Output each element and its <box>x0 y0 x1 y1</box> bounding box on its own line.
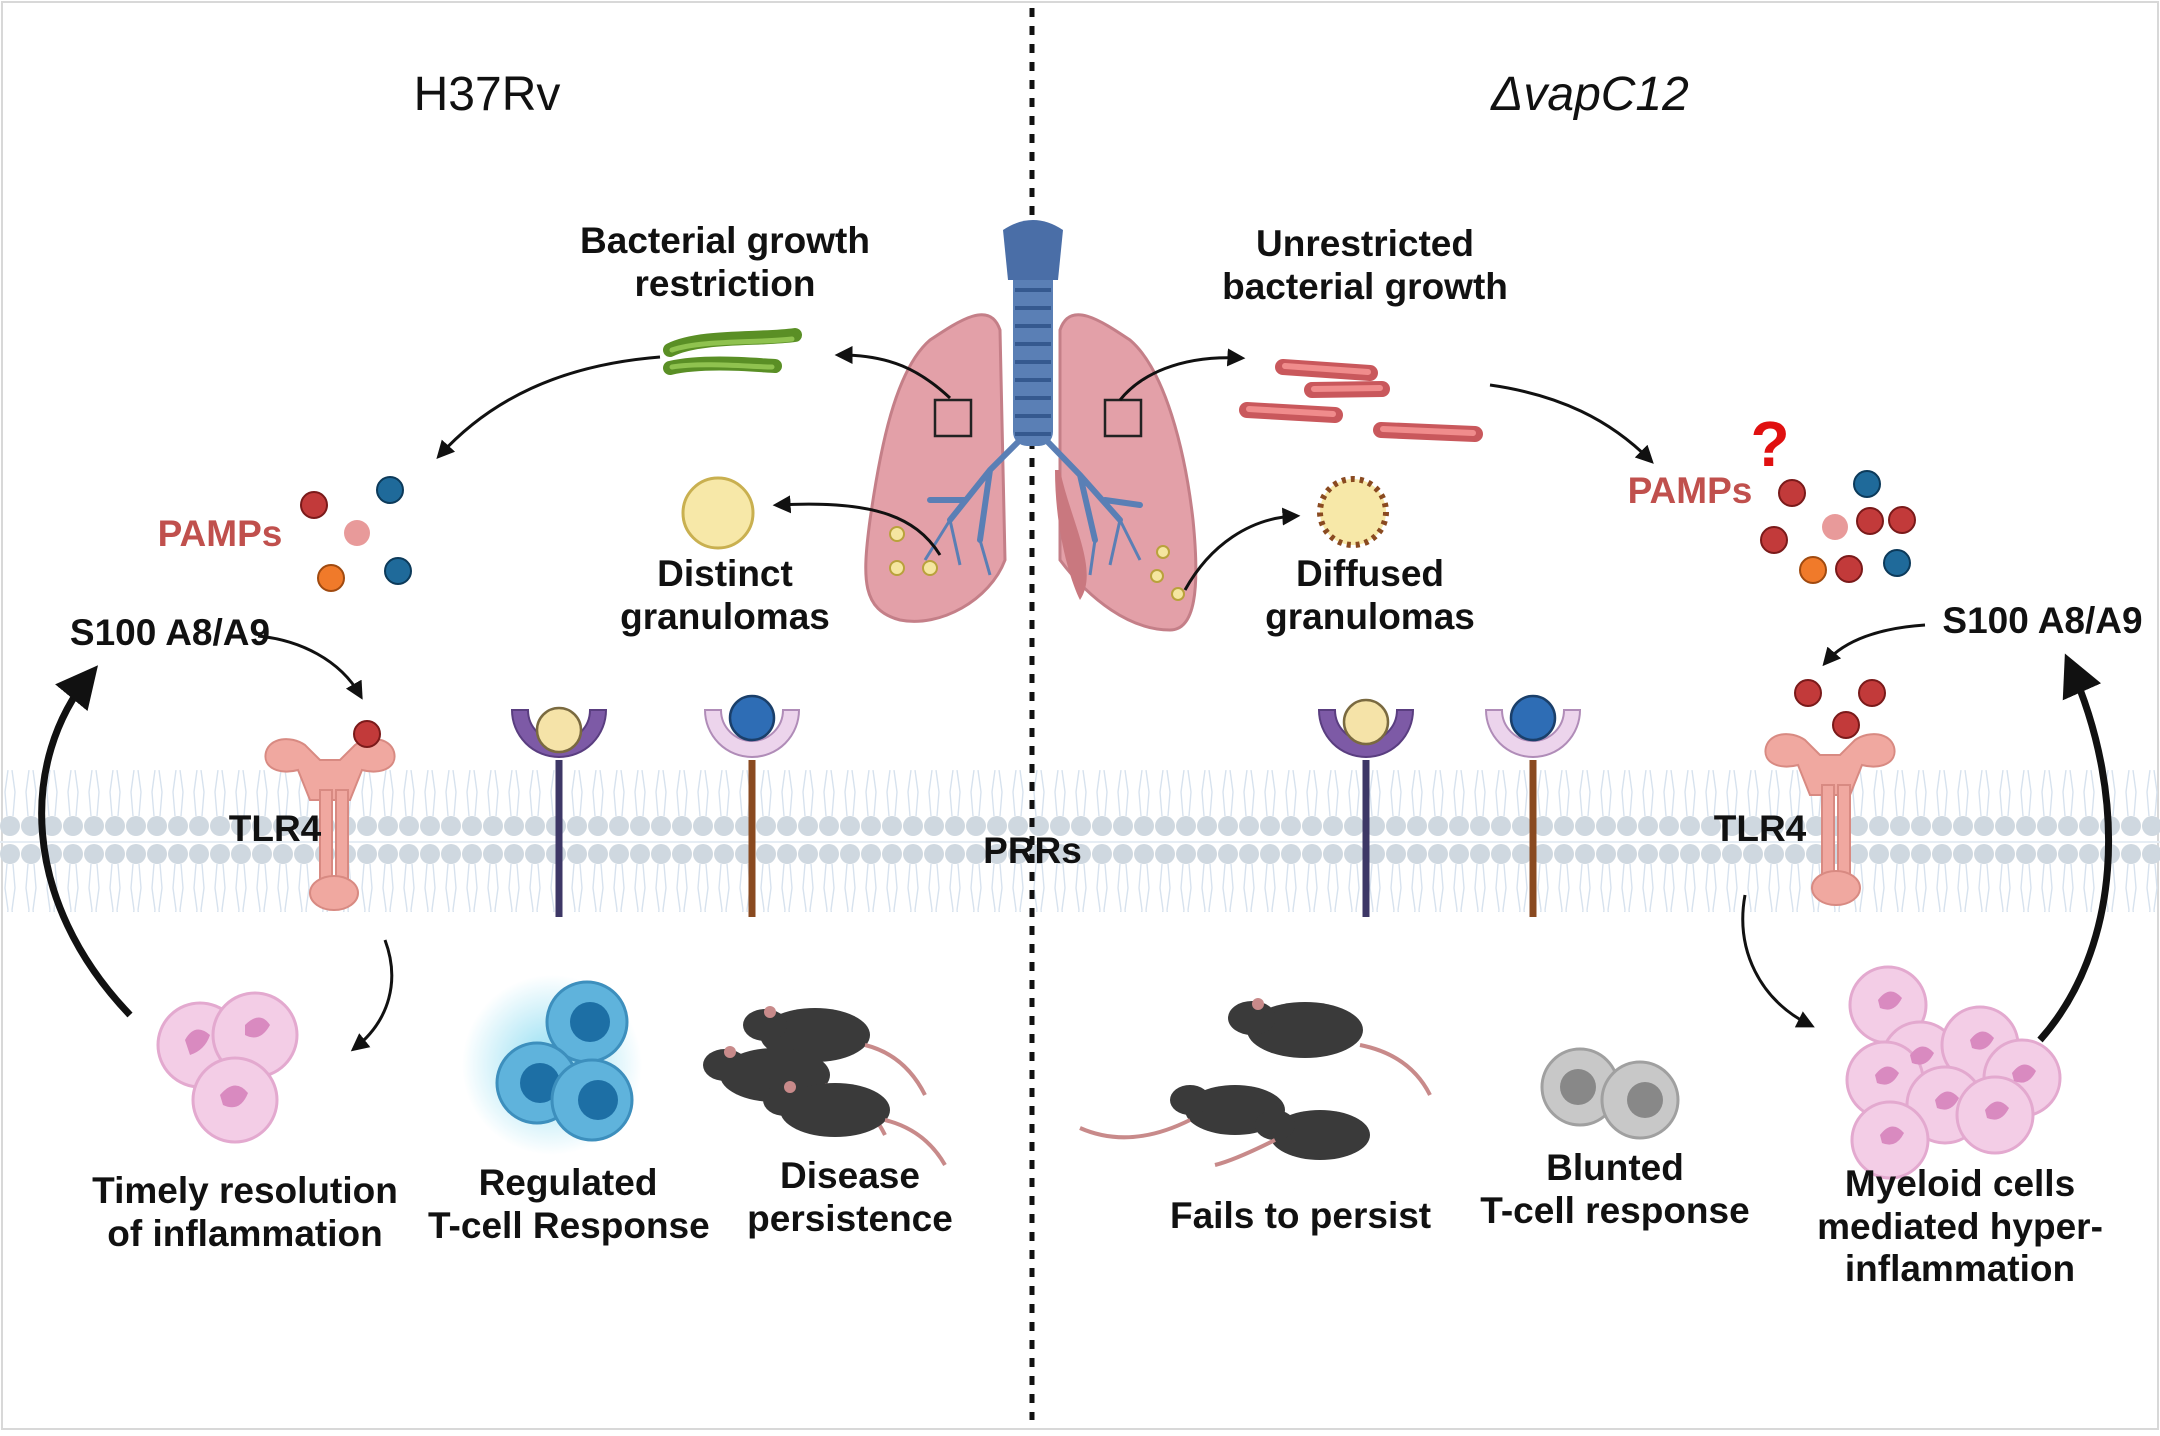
pamps-left-dots <box>300 476 412 592</box>
feedback-arrows <box>38 653 2113 1043</box>
prr-receptor-pink-right-icon <box>1484 694 1582 917</box>
zoom-box-right <box>1103 398 1143 438</box>
rod-bacteria-red-icon <box>1239 359 1483 442</box>
blunted-t-cells-icon <box>1540 1047 1680 1140</box>
right-title: ΔvapC12 <box>1491 68 1689 121</box>
s100-right-label: S100 A8/A9 <box>1942 600 2143 641</box>
prr-receptor-pink-left-icon <box>703 694 801 917</box>
question-mark: ? <box>1750 408 1790 480</box>
arrow-tlr4-to-resolution <box>350 939 394 1052</box>
arrow-tlr4-to-myeloid <box>1741 894 1815 1028</box>
tlr4-left-label: TLR4 <box>228 808 322 849</box>
myeloid-cells-left-icon <box>156 991 299 1144</box>
distinct-granuloma-icon <box>681 476 755 550</box>
tlr4-right-label: TLR4 <box>1713 808 1807 849</box>
arrow-s100-to-tlr4-right <box>1822 623 1926 667</box>
mice-left-icon <box>703 1006 947 1166</box>
arrow-lung-to-granuloma <box>772 495 942 556</box>
lung-granulomas <box>889 526 1185 601</box>
arrow-feedback-right <box>2037 653 2113 1043</box>
diffused-granuloma-icon <box>1317 476 1389 548</box>
s100-left-label: S100 A8/A9 <box>69 612 271 653</box>
arrow-lung-to-diffused <box>1183 507 1301 591</box>
pamps-right-label: PAMPs <box>1627 470 1753 511</box>
lung-left <box>864 313 1007 623</box>
rod-bacteria-green-icon <box>663 328 802 375</box>
tlr4-receptor-right-icon <box>1764 679 1896 906</box>
flow-arrows <box>257 346 1926 1052</box>
prr-receptor-purple-left-icon <box>510 706 608 917</box>
prrs-label: PRRs <box>983 830 1082 871</box>
myeloid-nuclei-right <box>1875 991 2036 1145</box>
prr-receptor-purple-right-icon <box>1317 698 1415 917</box>
arrow-s100-to-tlr4-left <box>257 634 363 700</box>
pamps-left-label: PAMPs <box>157 513 283 554</box>
regulated-t-cells-icon <box>462 975 642 1155</box>
arrow-growth-to-pamps <box>436 355 661 459</box>
lungs-icon <box>864 220 1198 632</box>
zoom-box-left <box>933 398 973 438</box>
arrow-feedback-left <box>38 665 133 1018</box>
tlr4-receptor-left-icon <box>264 720 396 911</box>
arrow-lung-to-unrestricted <box>1118 348 1246 401</box>
arrow-lung-to-growth <box>834 346 952 400</box>
left-title: H37Rv <box>413 68 561 121</box>
mice-right-icon <box>1079 998 1432 1167</box>
arrow-growth-to-pamps-right <box>1489 383 1654 464</box>
pamps-right-dots <box>1760 470 1916 584</box>
fails-to-persist-label: Fails to persist <box>1170 1195 1432 1236</box>
myeloid-cells-right-icon <box>1845 965 2062 1180</box>
